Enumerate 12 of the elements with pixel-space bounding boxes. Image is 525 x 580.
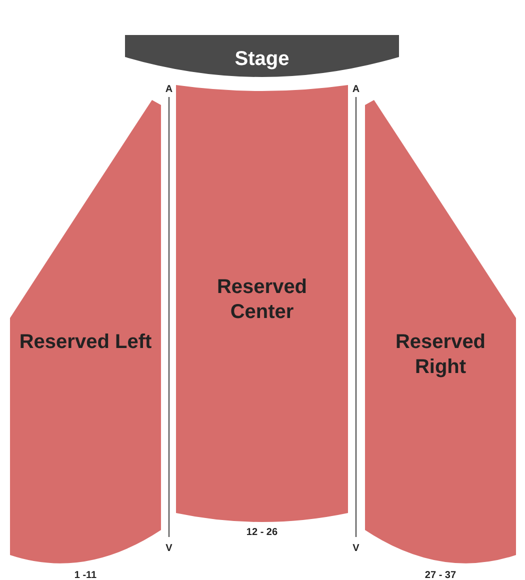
section-label: Reserved Right bbox=[394, 330, 487, 380]
row-letter: A bbox=[351, 83, 361, 97]
section-label: Reserved Center bbox=[216, 275, 308, 325]
row-letter: V bbox=[164, 542, 174, 556]
row-letter: V bbox=[352, 542, 360, 556]
seat-range-label: 12 - 26 bbox=[245, 526, 279, 540]
row-letter: A bbox=[164, 83, 174, 97]
section-label: Stage bbox=[234, 47, 290, 72]
seat-range-label: 27 - 37 bbox=[424, 569, 458, 580]
seating-section bbox=[176, 85, 348, 523]
seat-range-label: 1 -11 bbox=[73, 569, 98, 580]
section-label: Reserved Left bbox=[18, 330, 153, 355]
